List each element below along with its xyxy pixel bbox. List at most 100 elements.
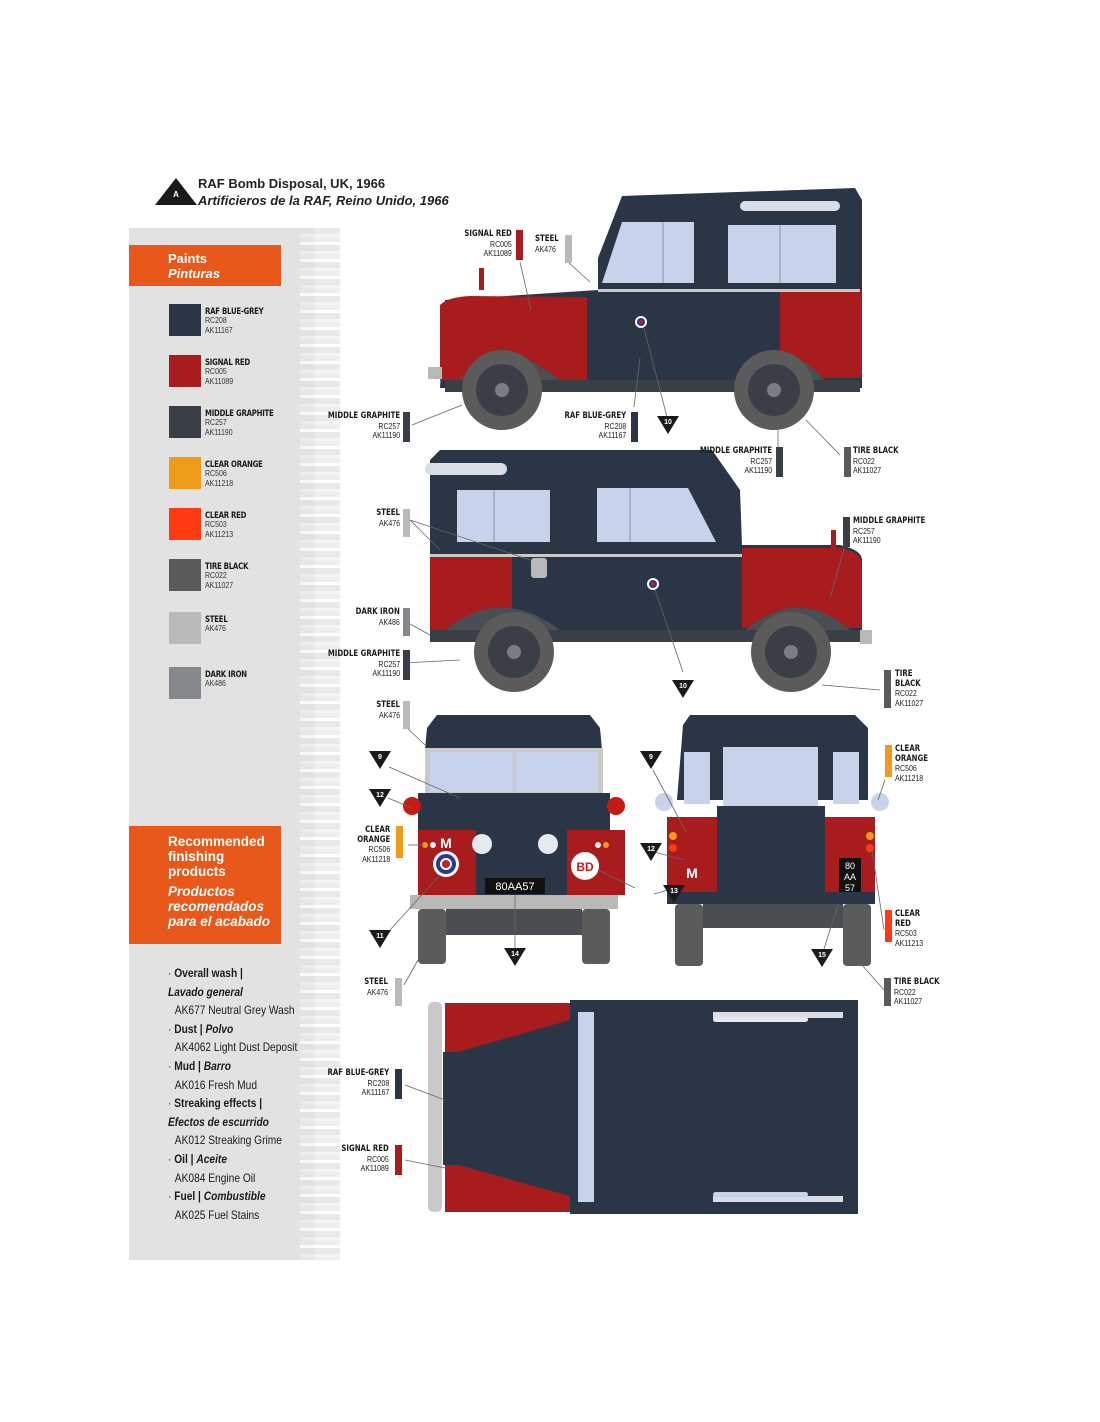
paint-code: AK11167 [205, 324, 233, 335]
paint-swatch [169, 406, 201, 438]
paint-name: MIDDLE GRAPHITE [205, 409, 274, 419]
rear-plate-line2: AA [844, 872, 856, 882]
decal-marker-icon [504, 948, 526, 966]
color-chip [884, 670, 891, 708]
front-plate-text: 80AA57 [495, 881, 534, 893]
side1-wheels [462, 350, 814, 430]
paint-code: AK11089 [205, 375, 234, 386]
callout-paint-code: RC257 [378, 658, 400, 669]
callout-paint-code: AK11027 [894, 996, 923, 1006]
finish-item-label: · Overall wash | [168, 966, 243, 980]
paint-name: CLEAR RED [205, 511, 247, 521]
callout-paint-code: AK11213 [895, 937, 924, 948]
finish-item-product: AK025 Fuel Stains [174, 1207, 260, 1222]
color-chip [403, 650, 410, 680]
paint-swatch [169, 667, 201, 699]
side2-body [425, 450, 872, 644]
paint-name: CLEAR ORANGE [205, 460, 263, 470]
rear-plate-line3: 57 [845, 883, 855, 893]
paint-swatch [169, 508, 201, 540]
finish-item-label: · Dust | Polvo [168, 1021, 234, 1036]
finish-item-product: AK084 Engine Oil [174, 1170, 256, 1185]
finish-item-product: AK4062 Light Dust Deposit [174, 1040, 298, 1055]
callout-paint-name: ORANGE [895, 753, 929, 764]
callout-paint-code: AK11218 [361, 853, 390, 864]
finish-item-product: AK677 Neutral Grey Wash [174, 1003, 295, 1018]
decal-marker-icon [640, 751, 662, 769]
callout-paint-name: MIDDLE GRAPHITE [699, 446, 772, 456]
finishing-heading-es-1: Productos [168, 884, 235, 899]
callout-paint-code: RC005 [367, 1153, 389, 1164]
callout-paint-name: MIDDLE GRAPHITE [327, 411, 400, 421]
callout-paint-code: AK476 [379, 709, 400, 720]
paint-code: RC506 [205, 468, 227, 478]
decal-marker-icon [369, 930, 391, 948]
paint-swatch [169, 612, 201, 644]
decal-marker-number: 10 [664, 419, 672, 426]
callout-paint-name: STEEL [376, 508, 400, 518]
color-chip [884, 978, 891, 1006]
scheme-title-en: RAF Bomb Disposal, UK, 1966 [198, 176, 386, 191]
decal-marker-icon [369, 789, 391, 807]
callout-paint-code: AK11190 [744, 465, 772, 475]
callout-paint-code: AK11190 [372, 668, 400, 678]
callout-paint-code: AK11218 [895, 772, 924, 783]
paint-code: RC022 [205, 570, 227, 580]
callout-paint-code: RC208 [604, 420, 626, 431]
callout-paint-code: RC257 [378, 420, 400, 431]
scheme-title-es: Artificieros de la RAF, Reino Unido, 196… [198, 193, 449, 208]
paint-code: RC257 [205, 417, 227, 427]
paint-code: RC005 [205, 366, 227, 376]
side2-leader-lines [402, 519, 881, 691]
paint-code: RC503 [205, 519, 227, 529]
callout-paint-code: RC208 [367, 1077, 389, 1088]
callout-paint-code: AK11027 [895, 697, 924, 708]
paint-code: AK11218 [205, 477, 234, 488]
callout-paint-name: RAF BLUE-GREY [327, 1068, 389, 1078]
callout-paint-name: SIGNAL RED [464, 229, 512, 239]
decal-marker-icon [811, 949, 833, 967]
paint-name: SIGNAL RED [205, 358, 250, 368]
color-chip [844, 447, 851, 477]
decal-marker-number: 9 [649, 754, 653, 761]
decal-marker-icon [663, 885, 685, 903]
color-chip [396, 826, 403, 858]
callout-paint-code: AK11167 [598, 430, 626, 440]
finishing-heading-es-3: para el acabado [168, 914, 271, 929]
callout-paint-name: STEEL [376, 700, 400, 710]
side1-leader-lines [411, 261, 841, 456]
callout-paint-name: TIRE [895, 669, 913, 679]
paint-swatch [169, 457, 201, 489]
color-chip [403, 701, 410, 729]
callout-paint-code: AK476 [367, 986, 388, 997]
finishing-heading-es-2: recomendados [168, 899, 265, 914]
callout-paint-code: AK476 [535, 243, 556, 254]
callout-paint-name: MIDDLE GRAPHITE [327, 649, 400, 659]
paint-code: AK11190 [205, 426, 233, 437]
callout-paint-code: RC005 [490, 238, 512, 249]
callout-paint-name: DARK IRON [355, 607, 400, 617]
color-chip [843, 517, 850, 547]
color-chip [403, 509, 410, 537]
callout-paint-code: AK11190 [372, 430, 400, 440]
callout-paint-name: CLEAR [895, 909, 921, 919]
sidebar-panel [129, 228, 314, 1260]
paint-name: RAF BLUE-GREY [205, 307, 264, 317]
decal-marker-number: 14 [511, 951, 519, 958]
variant-marker-icon [155, 178, 197, 205]
finish-item-product: AK012 Streaking Grime [174, 1133, 282, 1148]
rear-plate-line1: 80 [845, 861, 855, 871]
paint-name: STEEL [205, 615, 228, 625]
callout-paint-code: RC022 [894, 986, 916, 997]
paint-swatch [169, 559, 201, 591]
top-view-body [428, 1000, 858, 1214]
color-chip [885, 910, 892, 942]
